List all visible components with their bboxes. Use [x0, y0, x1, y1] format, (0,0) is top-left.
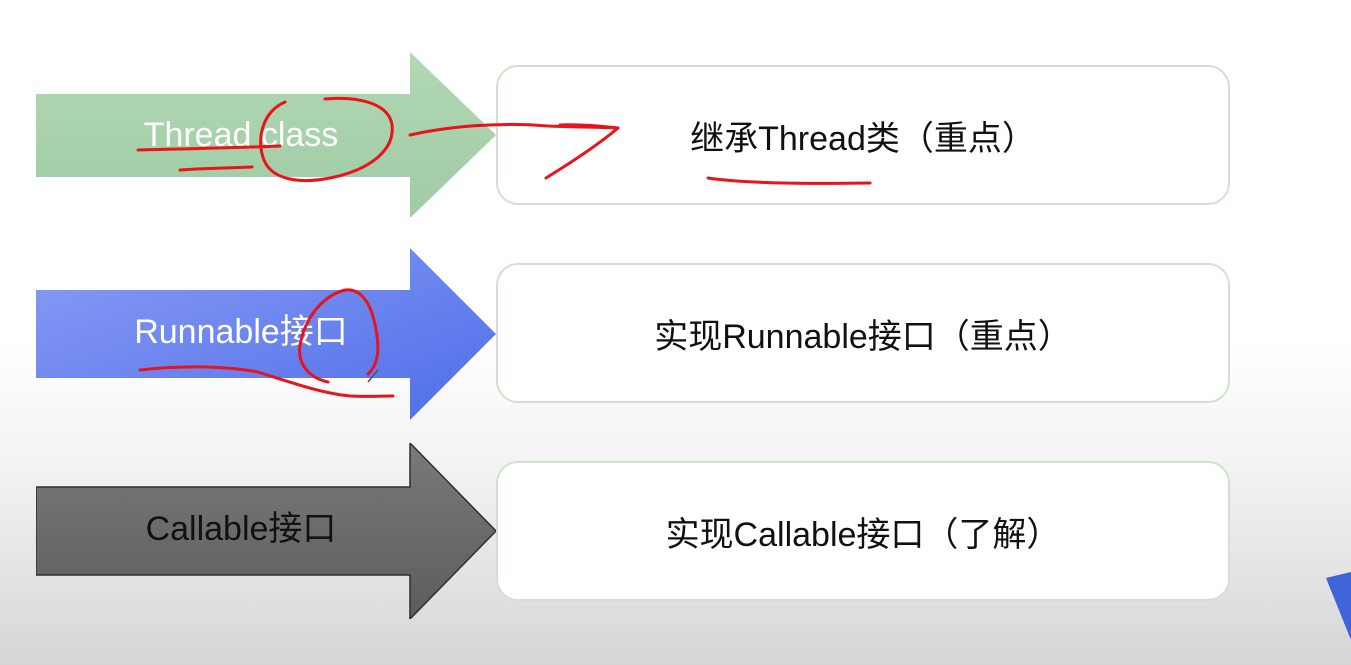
annotation-strike-thread [136, 144, 282, 152]
arrow-shape [36, 248, 496, 420]
method-box-implement-runnable: 实现Runnable接口（重点） [496, 263, 1230, 403]
arrow-label: Runnable接口 [134, 313, 348, 351]
arrow-runnable: Runnable接口 [36, 248, 498, 420]
annotation-arrow-head [544, 123, 620, 180]
annotation-underline-thread [178, 165, 254, 172]
box-text: 实现Runnable接口（重点） [654, 317, 1072, 356]
arrow-label: Callable接口 [145, 510, 337, 548]
arrow-shape [36, 52, 496, 218]
method-box-implement-callable: 实现Callable接口（了解） [496, 461, 1230, 601]
annotation-underline-runnable [138, 365, 395, 398]
annotation-underline-extend [706, 176, 872, 185]
arrow-shape [36, 443, 498, 619]
annotation-arrow-line [408, 122, 620, 137]
arrow-callable: Callable接口 [36, 443, 498, 619]
annotation-circle-class [259, 96, 394, 182]
annotation-circle-interface [298, 288, 380, 384]
pen-cursor-icon [367, 369, 379, 383]
arrow-thread-class: Thread class [36, 52, 498, 218]
box-text: 继承Thread类（重点） [690, 119, 1036, 158]
box-text: 实现Callable接口（了解） [665, 515, 1061, 554]
